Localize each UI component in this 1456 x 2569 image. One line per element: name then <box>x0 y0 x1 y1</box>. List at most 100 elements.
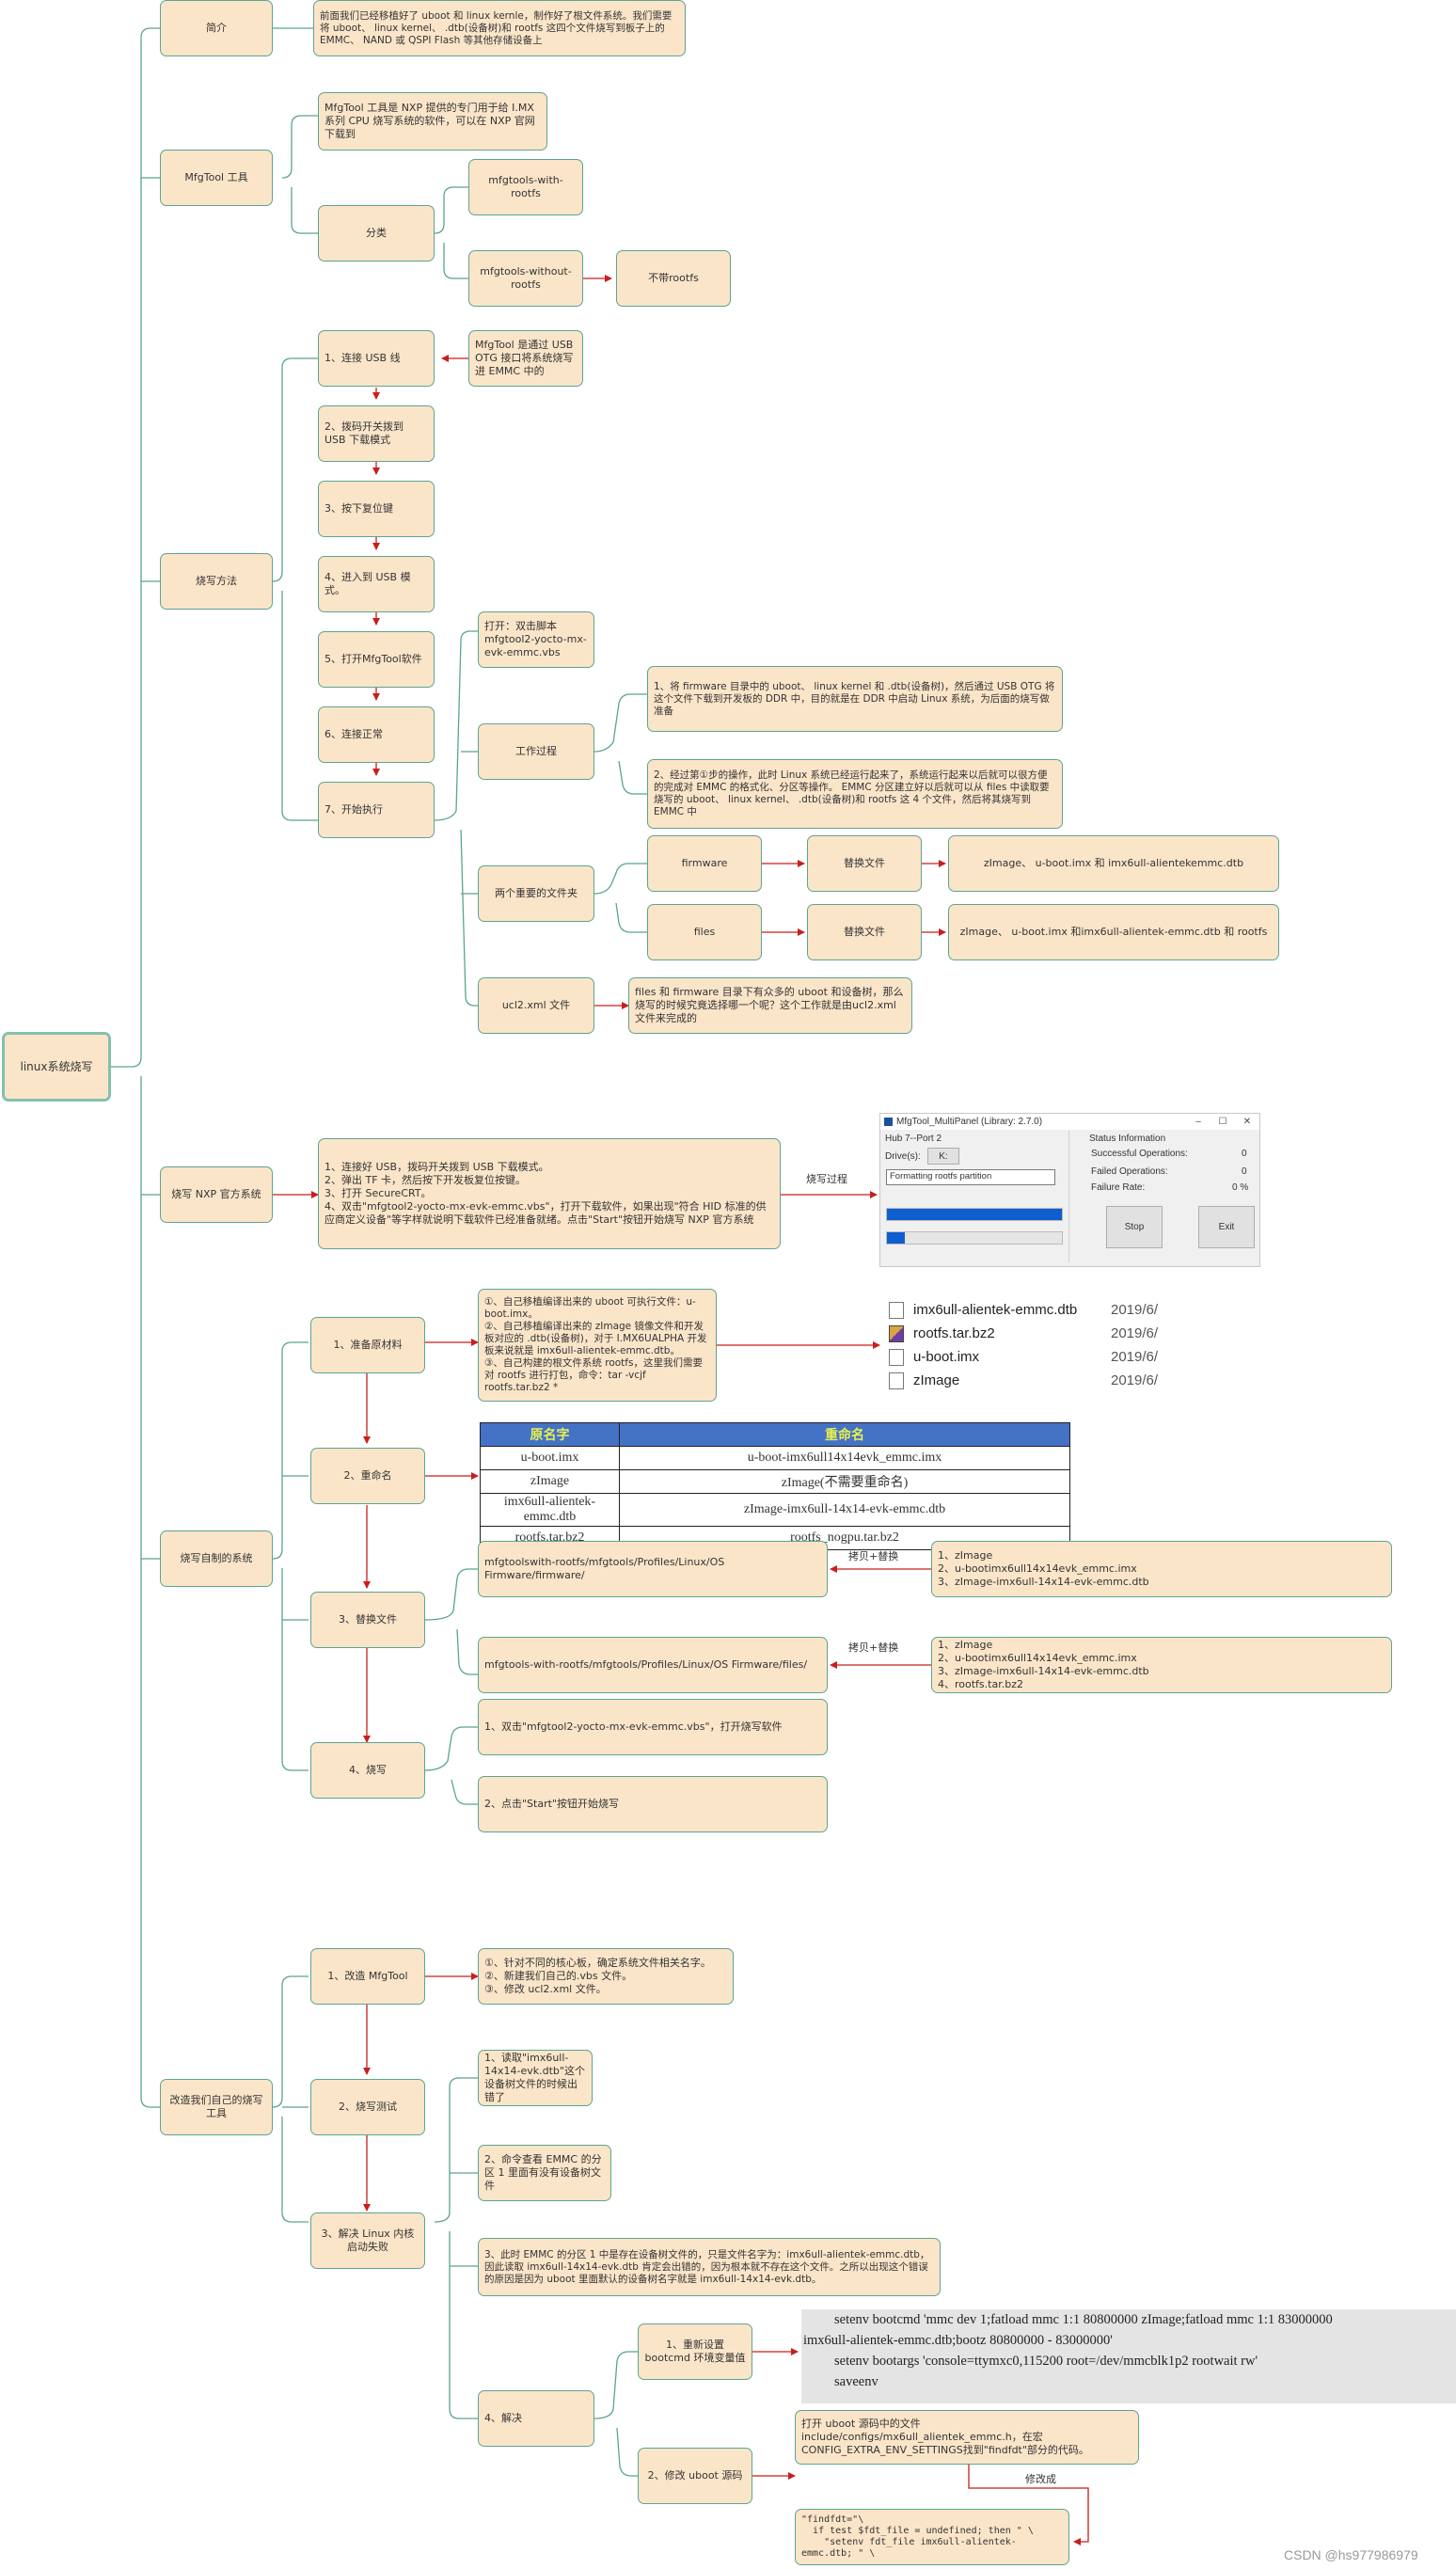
file-name: zImage <box>913 1372 960 1388</box>
root-label: linux系统烧写 <box>20 1060 93 1073</box>
step-6: 6、连接正常 <box>318 706 435 763</box>
status-info-label: Status Information <box>1089 1134 1166 1144</box>
file-list: imx6ull-alientek-emmc.dtb 2019/6/ rootfs.… <box>889 1298 1171 1392</box>
firmware-file-list: 1、zImage 2、u-bootimx6ull14x14evk_emmc.im… <box>931 1541 1392 1597</box>
firmware-replace-node: 替换文件 <box>807 835 922 892</box>
intro-node: 简介 <box>160 0 273 56</box>
firmware-path-text: mfgtoolswith-rootfs/mfgtools/Profiles/Li… <box>484 1556 728 1581</box>
burn-step-2: 2、点击"Start"按钮开始烧写 <box>478 1776 828 1832</box>
read-error-node: 1、读取"imx6ull-14x14-evk.dtb"这个设备树文件的时候出错了 <box>478 2050 593 2106</box>
burn-step-1: 1、双击"mfgtool2-yocto-mx-evk-emmc.vbs"，打开烧… <box>478 1699 828 1755</box>
modify-source-text: 2、修改 uboot 源码 <box>647 2469 743 2482</box>
progress-fill-2 <box>887 1232 905 1244</box>
cell-renamed: zImage-imx6ull-14x14-evk-emmc.dtb <box>619 1493 1070 1527</box>
cell-renamed: zImage(不需要重命名) <box>619 1469 1070 1494</box>
firmware-files-node: zImage、 u-boot.imx 和 imx6ull-alientekemm… <box>948 835 1279 892</box>
file-name: u-boot.imx <box>913 1349 980 1365</box>
burn-process-label: 烧写过程 <box>806 1173 847 1185</box>
nxp-label: 烧写 NXP 官方系统 <box>171 1188 261 1200</box>
close-icon[interactable]: ✕ <box>1242 1117 1252 1127</box>
app-icon <box>884 1118 893 1126</box>
check-emmc-text: 2、命令查看 EMMC 的分区 1 里面有没有设备树文件 <box>484 2153 602 2192</box>
burn-step-2-text: 2、点击"Start"按钮开始烧写 <box>484 1798 619 1810</box>
firmware-files-text: zImage、 u-boot.imx 和 imx6ull-alientekemm… <box>983 857 1244 869</box>
folders-node: 两个重要的文件夹 <box>478 865 594 922</box>
code-line: saveenv <box>834 2374 878 2389</box>
check-emmc-node: 2、命令查看 EMMC 的分区 1 里面有没有设备树文件 <box>478 2145 611 2201</box>
test-node: 2、烧写测试 <box>310 2079 425 2135</box>
drive-button[interactable]: K: <box>927 1148 959 1165</box>
with-rootfs-node: mfgtools-with-rootfs <box>468 159 583 215</box>
step-4-label: 4、进入到 USB 模式。 <box>324 571 411 596</box>
mfgtool-label: MfgTool 工具 <box>184 171 248 183</box>
bootcmd-code: setenv bootcmd 'mmc dev 1;fatload mmc 1:… <box>801 2309 1456 2403</box>
step-7-label: 7、开始执行 <box>324 803 383 816</box>
intro-desc-text: 前面我们已经移植好了 uboot 和 linux kernle，制作好了根文件系… <box>320 9 673 46</box>
usb-otg-note: MfgTool 是通过 USB OTG 接口将系统烧写进 EMMC 中的 <box>468 330 583 387</box>
file-date: 2019/6/ <box>1111 1349 1159 1365</box>
mfgtool-titlebar: MfgTool_MultiPanel (Library: 2.7.0) – ☐ … <box>880 1114 1259 1130</box>
open-script-text: 打开：双击脚本mfgtool2-yocto-mx-evk-emmc.vbs <box>484 620 587 658</box>
files-path-text: mfgtools-with-rootfs/mfgtools/Profiles/L… <box>484 1658 808 1671</box>
file-name: imx6ull-alientek-emmc.dtb <box>913 1302 1078 1318</box>
rename-label: 2、重命名 <box>343 1469 392 1482</box>
firmware-node: firmware <box>647 835 762 892</box>
file-row[interactable]: zImage 2019/6/ <box>889 1369 1171 1392</box>
solve-label: 4、解决 <box>484 2412 522 2424</box>
category-node: 分类 <box>318 205 435 262</box>
reason-node: 3、此时 EMMC 的分区 1 中是存在设备树文件的，只是文件名字为：imx6u… <box>478 2238 941 2296</box>
panel-divider <box>1068 1131 1069 1262</box>
intro-label: 简介 <box>206 22 227 34</box>
findfdt-code: "findfdt="\ if test $fdt_file = undefine… <box>795 2509 1069 2565</box>
no-rootfs-node: 不带rootfs <box>616 250 731 307</box>
file-date: 2019/6/ <box>1111 1302 1159 1318</box>
step-6-label: 6、连接正常 <box>324 728 383 740</box>
files-node: files <box>647 904 762 960</box>
mfgtool-window: MfgTool_MultiPanel (Library: 2.7.0) – ☐ … <box>879 1113 1260 1267</box>
custom-label: 烧写自制的系统 <box>180 1552 253 1564</box>
success-value: 0 <box>1242 1149 1247 1159</box>
prep-note-text: ①、自己移植编译出来的 uboot 可执行文件：u-boot.imx。 ②、自己… <box>484 1296 707 1393</box>
prep-note: ①、自己移植编译出来的 uboot 可执行文件：u-boot.imx。 ②、自己… <box>478 1289 717 1402</box>
ucl-note: files 和 firmware 目录下有众多的 uboot 和设备树，那么烧写… <box>628 977 912 1034</box>
archive-icon <box>889 1324 904 1342</box>
step-1-label: 1、连接 USB 线 <box>324 352 401 364</box>
cell-renamed: u-boot-imx6ull14x14evk_emmc.imx <box>619 1446 1070 1470</box>
with-rootfs-label: mfgtools-with-rootfs <box>488 174 563 199</box>
stop-button[interactable]: Stop <box>1106 1206 1163 1248</box>
code-line: imx6ull-alientek-emmc.dtb;bootz 80800000… <box>803 2333 1113 2348</box>
mfgtool-desc: MfgTool 工具是 NXP 提供的专门用于给 I.MX 系列 CPU 烧写系… <box>318 92 547 151</box>
ucl-label: ucl2.xml 文件 <box>501 999 571 1011</box>
work-process-label: 工作过程 <box>515 745 557 757</box>
method-node: 烧写方法 <box>160 553 273 610</box>
findfdt-code-text: "findfdt="\ if test $fdt_file = undefine… <box>801 2514 1034 2559</box>
drive-label: Drive(s): <box>885 1151 921 1162</box>
cell-original: zImage <box>480 1469 620 1494</box>
mfgtool-desc-text: MfgTool 工具是 NXP 提供的专门用于给 I.MX 系列 CPU 烧写系… <box>324 102 538 140</box>
step-5-label: 5、打开MfgTool软件 <box>324 653 422 665</box>
firmware-file-list-text: 1、zImage 2、u-bootimx6ull14x14evk_emmc.im… <box>938 1549 1149 1588</box>
work-step-1-text: 1、将 firmware 目录中的 uboot、 linux kernel 和 … <box>654 680 1055 717</box>
prep-node: 1、准备原材料 <box>310 1317 425 1373</box>
files-files-text: zImage、 u-boot.imx 和imx6ull-alientek-emm… <box>959 926 1268 938</box>
failed-label: Failed Operations: <box>1091 1166 1168 1177</box>
ucl-node: ucl2.xml 文件 <box>478 977 594 1034</box>
exit-button[interactable]: Exit <box>1198 1206 1255 1248</box>
file-date: 2019/6/ <box>1111 1372 1159 1388</box>
files-file-list: 1、zImage 2、u-bootimx6ull14x14evk_emmc.im… <box>931 1637 1392 1693</box>
minimize-icon[interactable]: – <box>1195 1117 1201 1127</box>
modify-to-label: 修改成 <box>1025 2473 1056 2485</box>
window-title: MfgTool_MultiPanel (Library: 2.7.0) <box>896 1117 1043 1127</box>
file-row[interactable]: u-boot.imx 2019/6/ <box>889 1345 1171 1369</box>
test-label: 2、烧写测试 <box>339 2101 397 2113</box>
maximize-icon[interactable]: ☐ <box>1218 1117 1227 1127</box>
read-error-text: 1、读取"imx6ull-14x14-evk.dtb"这个设备树文件的时候出错了 <box>484 2052 585 2103</box>
work-step-2: 2、经过第①步的操作，此时 Linux 系统已经运行起来了，系统运行起来以后就可… <box>647 759 1063 829</box>
file-row[interactable]: imx6ull-alientek-emmc.dtb 2019/6/ <box>889 1298 1171 1322</box>
custom-tool-node: 改造我们自己的烧写工具 <box>160 2079 273 2135</box>
file-icon <box>889 1301 904 1319</box>
